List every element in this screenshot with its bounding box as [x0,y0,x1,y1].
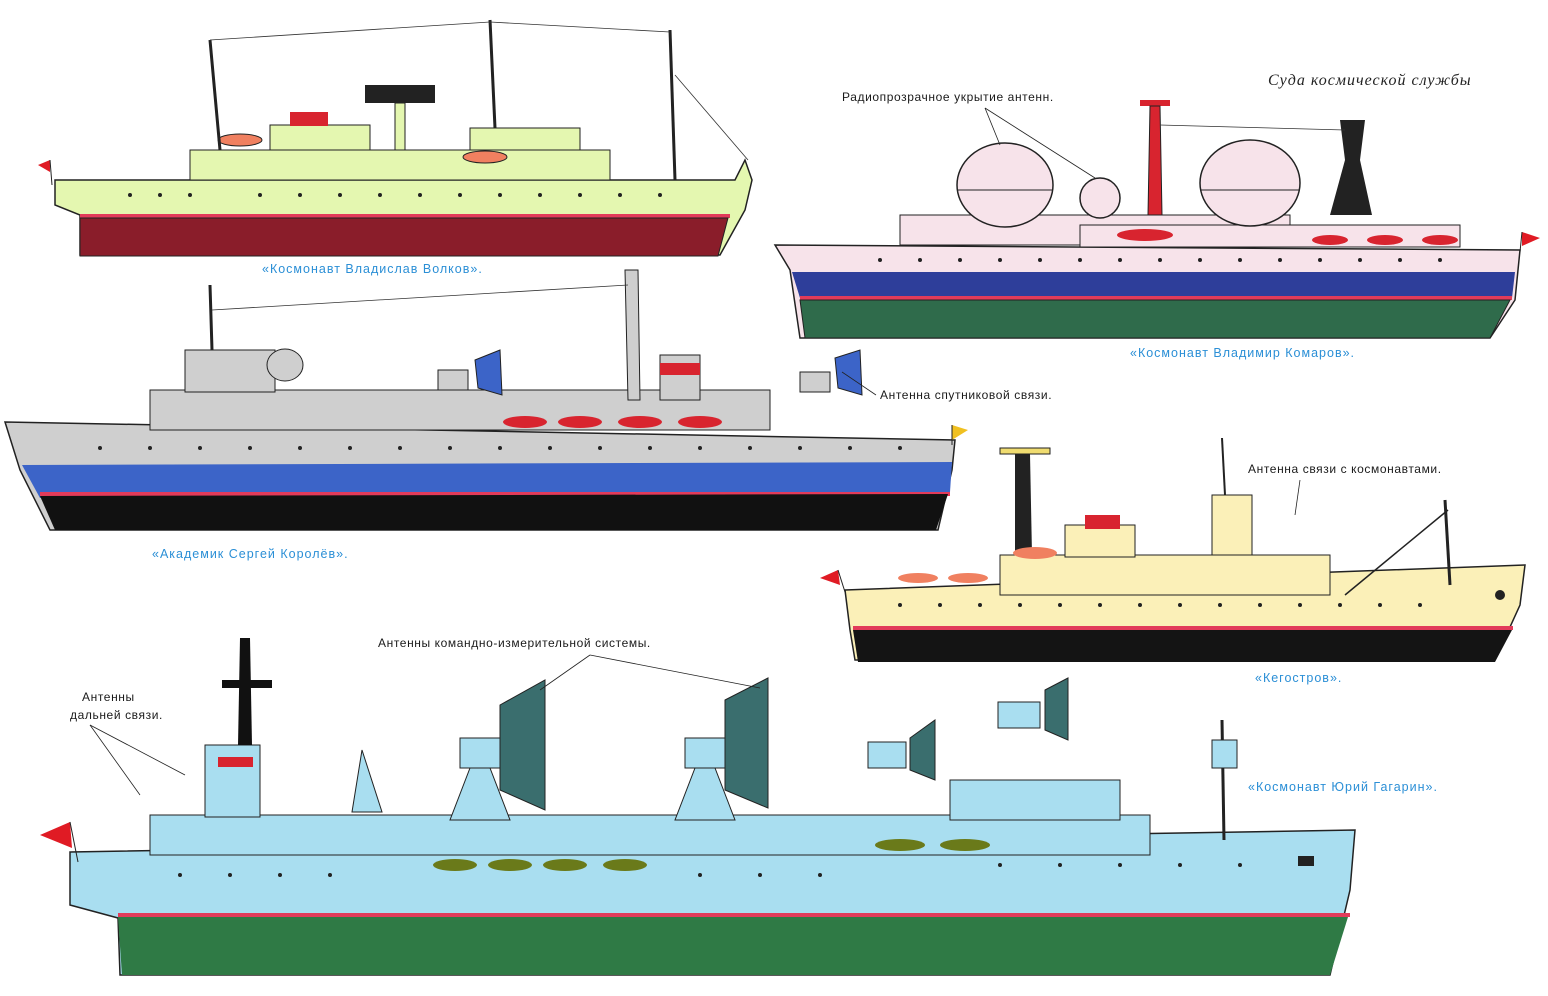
annotation-long-range-line2: дальней связи. [70,708,163,722]
annotation-command-antennas: Антенны командно-измерительной системы. [378,636,651,650]
caption-gagarin: «Космонавт Юрий Гагарин». [1248,780,1438,794]
caption-komarov: «Космонавт Владимир Комаров». [1130,346,1356,360]
ship-gagarin [40,638,1356,976]
page-title: Суда космической службы [1268,72,1472,89]
caption-korolev: «Академик Сергей Королёв». [152,547,349,561]
annotation-radome: Радиопрозрачное укрытие антенн. [842,90,1054,104]
annotation-long-range-line1: Антенны [82,690,135,704]
annotation-cosmonaut-antenna: Антенна связи с космонавтами. [1248,462,1442,476]
ship-kegostrov [820,437,1526,662]
ship-volkov [38,19,753,257]
caption-volkov: «Космонавт Владислав Волков». [262,262,483,276]
caption-kegostrov: «Кегостров». [1255,671,1343,685]
ship-korolev [3,269,968,531]
ship-komarov [773,100,1540,339]
annotation-satellite-antenna: Антенна спутниковой связи. [880,388,1053,402]
